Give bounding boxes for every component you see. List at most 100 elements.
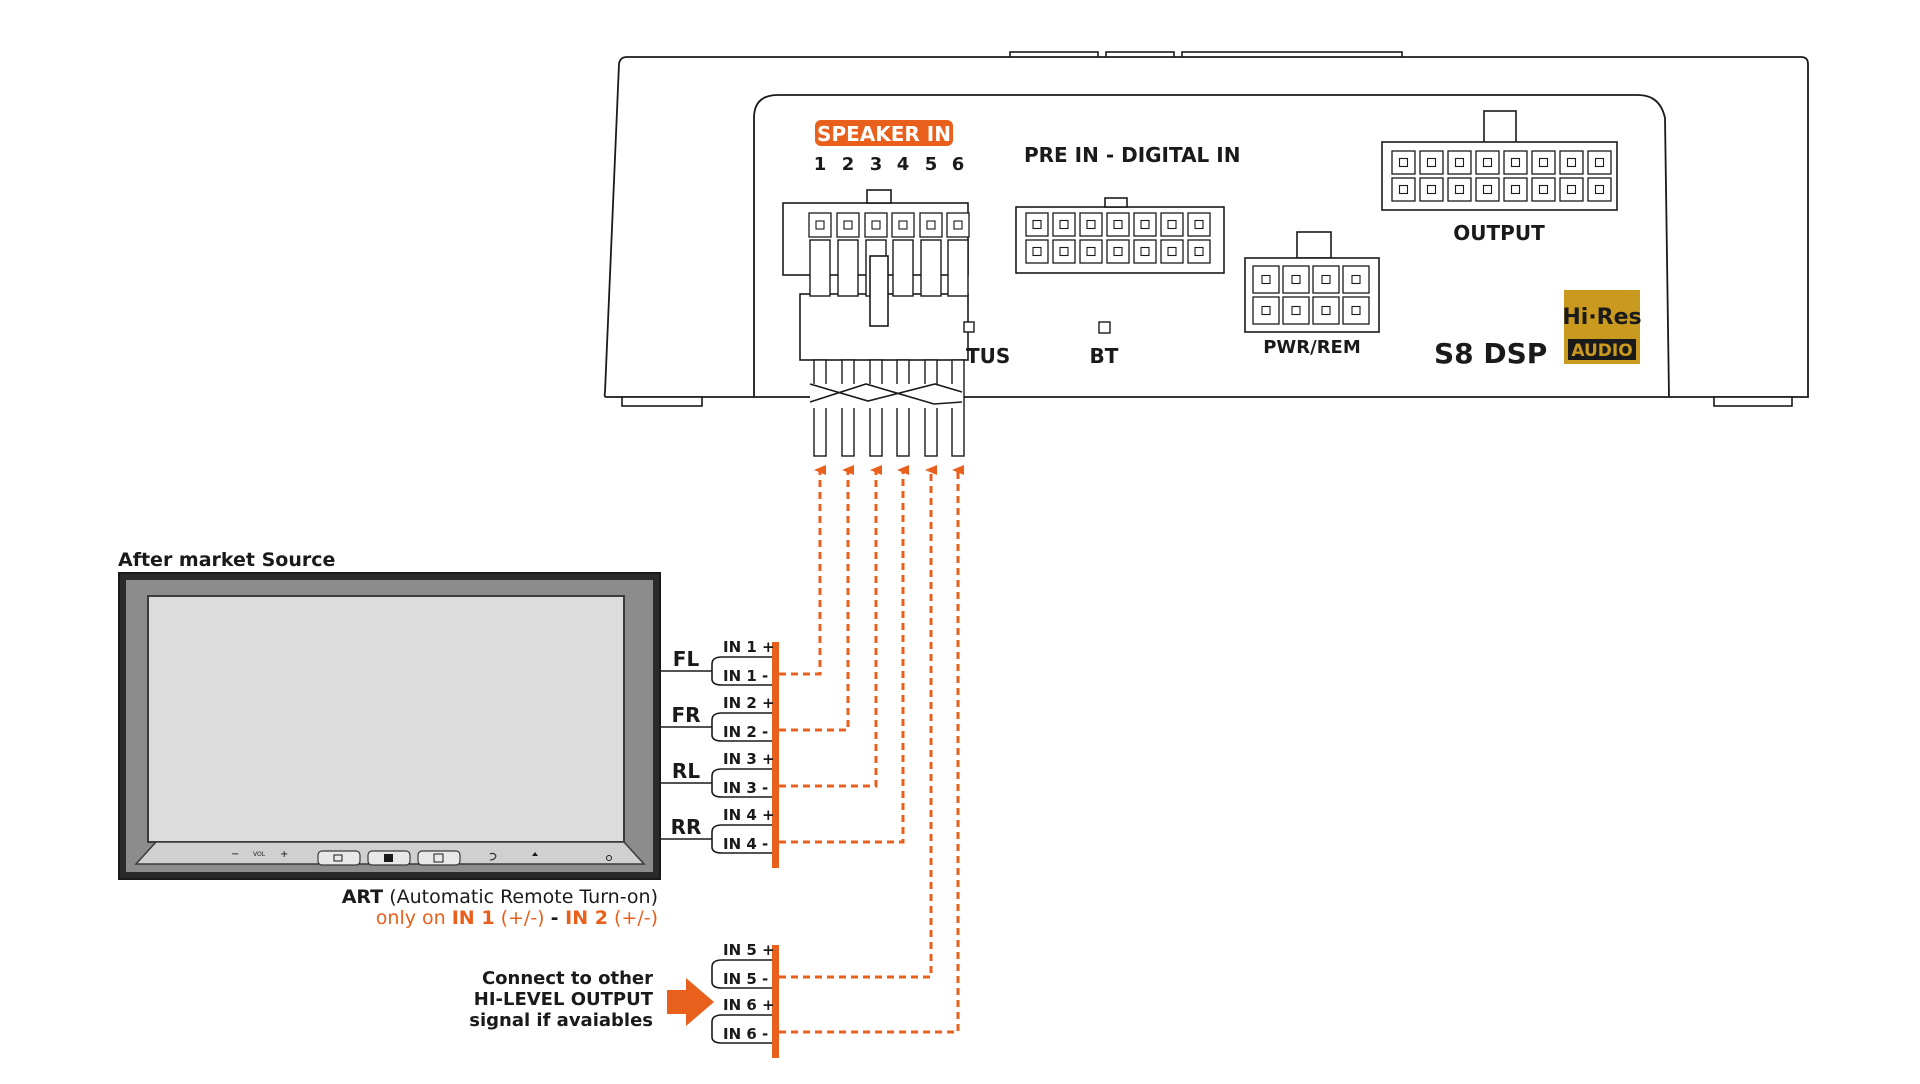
plug-finger xyxy=(892,239,914,297)
output-cells xyxy=(1391,150,1612,202)
terminal-bar xyxy=(772,754,779,812)
speaker-pin-number: 6 xyxy=(952,154,965,175)
device-front-panel xyxy=(753,94,1670,398)
output-cell-pin xyxy=(1566,184,1577,195)
art-line2-prefix: only on xyxy=(376,907,452,929)
pre-in-cell-pin xyxy=(1113,246,1123,257)
terminal-plus-label: IN 2 + xyxy=(723,694,775,712)
terminal-minus-label: IN 2 - xyxy=(723,723,768,741)
terminal-bar xyxy=(772,810,779,868)
pre-in-cell-pin xyxy=(1032,219,1042,230)
terminal-plus-label: IN 5 + xyxy=(723,941,775,959)
output-cell-pin xyxy=(1426,184,1437,195)
device-foot xyxy=(621,396,703,407)
pwr-rem-cell-pin xyxy=(1321,305,1331,316)
terminal-bracket xyxy=(711,1014,723,1044)
output-cell-pin xyxy=(1454,184,1465,195)
channel-name: FR xyxy=(671,703,700,727)
signal-wire xyxy=(779,465,909,844)
back-icon xyxy=(489,852,497,861)
art-bold: ART xyxy=(342,886,383,908)
pwr-rem-cell-pin xyxy=(1291,274,1301,285)
pre-in-cell-pin xyxy=(1140,219,1150,230)
connect-arrow-icon xyxy=(667,978,714,1026)
speaker-in-badge xyxy=(815,120,953,146)
channel-name: FL xyxy=(673,647,700,671)
terminal-minus-label: IN 1 - xyxy=(723,667,768,685)
status-label: TUS xyxy=(966,344,1010,368)
output-cell-pin xyxy=(1538,157,1549,168)
bt-label: BT xyxy=(1090,344,1119,368)
plug-finger xyxy=(809,239,831,297)
art-in2: IN 2 xyxy=(559,907,608,929)
pre-in-latch xyxy=(1104,197,1128,208)
pre-in-cell-pin xyxy=(1167,246,1177,257)
pwr-rem-cell xyxy=(1312,265,1340,294)
plug-wires xyxy=(809,359,965,457)
terminal-bracket xyxy=(711,656,723,686)
pwr-rem-cell-pin xyxy=(1291,305,1301,316)
aftermarket-source: After market Source − VOL + ART (Automat… xyxy=(118,549,661,929)
extra-terminals: IN 5 +IN 5 -IN 6 +IN 6 - xyxy=(711,941,779,1058)
bt-led xyxy=(1098,321,1111,334)
terminal-bar xyxy=(772,642,779,700)
speaker-pin-number: 1 xyxy=(814,154,827,175)
model-label: S8 DSP xyxy=(1434,337,1547,370)
pre-in-cell-pin xyxy=(1194,246,1204,257)
terminal-bracket xyxy=(711,768,723,798)
extra-note: Connect to other HI-LEVEL OUTPUT signal … xyxy=(469,968,714,1031)
art-note-line1: ART (Automatic Remote Turn-on) xyxy=(342,886,658,908)
extra-note-line1: Connect to other xyxy=(482,968,653,989)
speaker-socket-pin xyxy=(843,220,853,230)
output-cell-pin xyxy=(1398,184,1409,195)
art-in2-polarity: (+/-) xyxy=(608,907,658,929)
terminal-bracket xyxy=(711,712,723,742)
head-unit-screen xyxy=(147,595,625,843)
grid-icon xyxy=(384,854,393,862)
signal-wire xyxy=(779,465,826,676)
hi-res-audio-badge: Hi·Res AUDIO xyxy=(1562,290,1642,364)
terminal-minus-label: IN 5 - xyxy=(723,970,768,988)
terminal-minus-label: IN 4 - xyxy=(723,835,768,853)
pwr-rem-cell-pin xyxy=(1351,274,1361,285)
speaker-socket-pin xyxy=(871,220,881,230)
speaker-socket-cells xyxy=(808,212,970,238)
output-cell-pin xyxy=(1594,184,1605,195)
signal-wire xyxy=(779,465,964,1034)
pwr-rem-cell-pin xyxy=(1261,305,1271,316)
speaker-in-latch xyxy=(866,189,892,204)
terminal-plus-label: IN 3 + xyxy=(723,750,775,768)
output-cell-pin xyxy=(1454,157,1465,168)
art-dash: - xyxy=(551,907,559,929)
art-note-line2: only on IN 1 (+/-) - IN 2 (+/-) xyxy=(376,907,658,929)
power-icon xyxy=(606,855,612,861)
output-cell-pin xyxy=(1594,157,1605,168)
vol-down-button: − xyxy=(231,849,239,860)
mic-icon xyxy=(532,852,538,856)
speaker-pin-number: 5 xyxy=(925,154,938,175)
vol-up-button: + xyxy=(280,849,288,860)
signal-wire xyxy=(779,465,937,979)
pwr-rem-cell-pin xyxy=(1351,305,1361,316)
output-cell-pin xyxy=(1426,157,1437,168)
vol-label: VOL xyxy=(253,851,266,858)
speaker-socket-pin xyxy=(953,220,963,230)
pre-in-cell-pin xyxy=(1140,246,1150,257)
pwr-rem-cell-pin xyxy=(1321,274,1331,285)
pre-in-cell-pin xyxy=(1059,219,1069,230)
art-in1: IN 1 xyxy=(452,907,495,929)
plug-finger xyxy=(837,239,859,297)
terminal-bar xyxy=(772,1000,779,1058)
hu-button xyxy=(417,850,461,866)
speaker-pin-number: 2 xyxy=(842,154,855,175)
terminal-minus-label: IN 6 - xyxy=(723,1025,768,1043)
terminal-plus-label: IN 4 + xyxy=(723,806,775,824)
pwr-rem-latch xyxy=(1296,231,1332,259)
pre-in-cell-pin xyxy=(1086,246,1096,257)
speaker-pin-number: 3 xyxy=(870,154,883,175)
pre-in-cell-pin xyxy=(1032,246,1042,257)
